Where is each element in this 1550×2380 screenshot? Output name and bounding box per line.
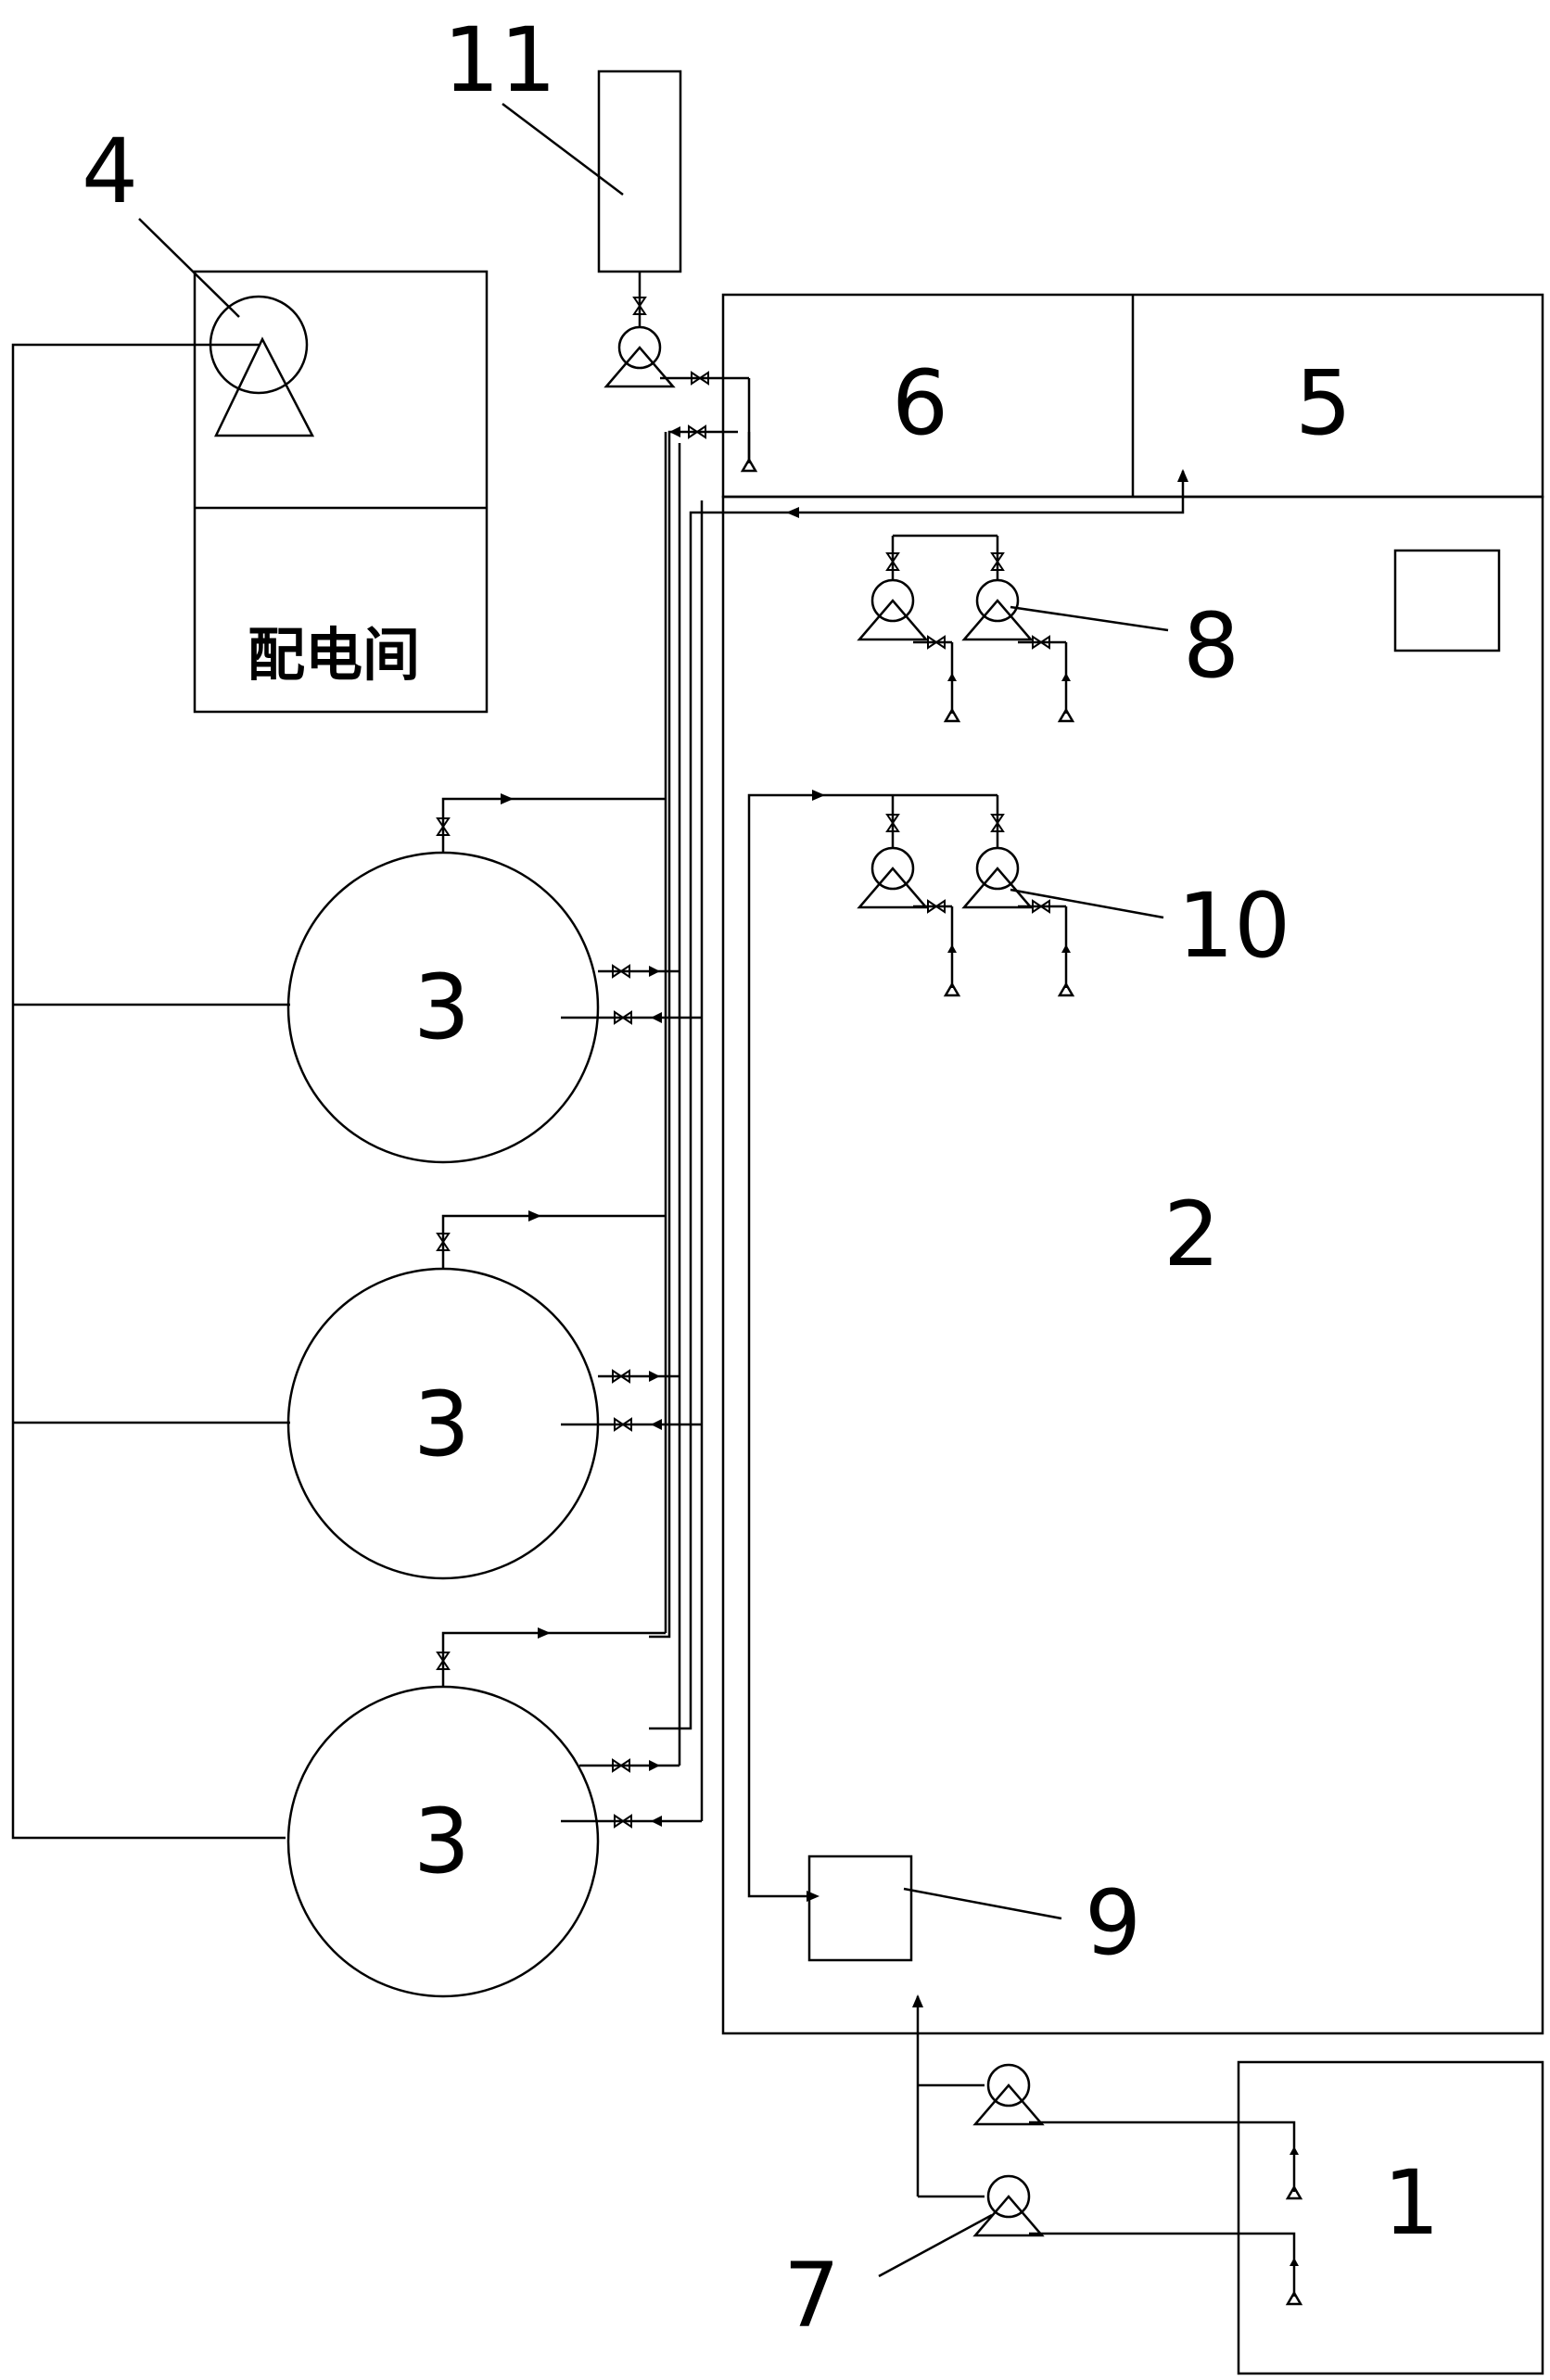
pump-8b [962, 578, 1033, 641]
label-8: 8 [1183, 594, 1239, 698]
feed-pipe-6 [649, 430, 738, 1639]
label-3-bottom: 3 [413, 1790, 470, 1893]
label-1: 1 [1383, 2151, 1440, 2255]
unit-9 [807, 1855, 913, 1962]
leader-9 [903, 1887, 1062, 1920]
air-main-pipe [11, 343, 286, 1840]
label-3-middle: 3 [413, 1373, 470, 1476]
label-5: 5 [1295, 351, 1352, 455]
leader-10 [1010, 888, 1164, 919]
pump-8a [858, 578, 928, 641]
leader-7 [878, 2213, 993, 2278]
leader-11 [502, 103, 624, 196]
label-4: 4 [82, 120, 138, 223]
power-room-box [193, 270, 489, 714]
label-11: 11 [443, 8, 556, 112]
label-7: 7 [783, 2244, 840, 2348]
pump-10a [858, 846, 928, 909]
power-room-label: 配电间 [248, 621, 420, 689]
label-9: 9 [1085, 1871, 1141, 1975]
label-10: 10 [1177, 874, 1290, 978]
tank-2 [721, 495, 1544, 2035]
small-box-top-right [1393, 549, 1501, 652]
blower-4 [209, 295, 315, 437]
label-2: 2 [1163, 1183, 1220, 1286]
label-6: 6 [892, 351, 948, 455]
pump-7b [973, 2174, 1044, 2237]
leader-4 [138, 218, 240, 318]
pump-10b [962, 846, 1033, 909]
tank-11 [597, 70, 682, 273]
leader-8 [1010, 605, 1169, 632]
label-3-top: 3 [413, 956, 470, 1059]
recycle-pipe-10 [747, 793, 997, 1898]
pump-7a [973, 2063, 1044, 2126]
tank-1 [1237, 2060, 1544, 2375]
return-pipe-5 [649, 471, 1185, 1730]
